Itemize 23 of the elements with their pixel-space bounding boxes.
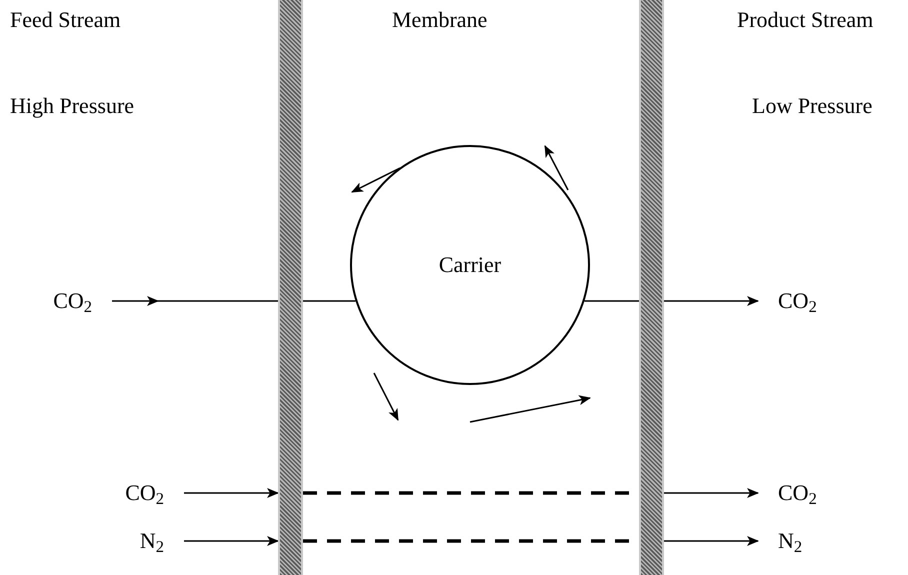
line xyxy=(158,300,278,302)
arrow xyxy=(184,536,279,546)
membrane-wall xyxy=(639,0,664,575)
line xyxy=(303,300,356,302)
arrow xyxy=(664,296,759,306)
line xyxy=(584,300,639,302)
text-label: Low Pressure xyxy=(752,92,872,120)
text-label: High Pressure xyxy=(10,92,134,120)
text-label: Feed Stream xyxy=(10,6,121,34)
arrow xyxy=(112,296,159,306)
gas-label: CO$_{2}$ xyxy=(758,284,858,318)
gas-label: N$_{2}$ xyxy=(100,524,184,558)
gas-label: N$_{2}$ xyxy=(758,524,858,558)
membrane-wall xyxy=(278,0,303,575)
arrow xyxy=(664,488,759,498)
gas-label: CO$_{2}$ xyxy=(20,284,112,318)
gas-label: CO$_{2}$ xyxy=(100,476,184,510)
arrow xyxy=(664,536,759,546)
text-label: Membrane xyxy=(392,6,488,34)
carrier-label: Carrier xyxy=(438,254,502,276)
gas-label: CO$_{2}$ xyxy=(758,476,858,510)
text-label: Product Stream xyxy=(737,6,874,34)
arrow xyxy=(184,488,279,498)
